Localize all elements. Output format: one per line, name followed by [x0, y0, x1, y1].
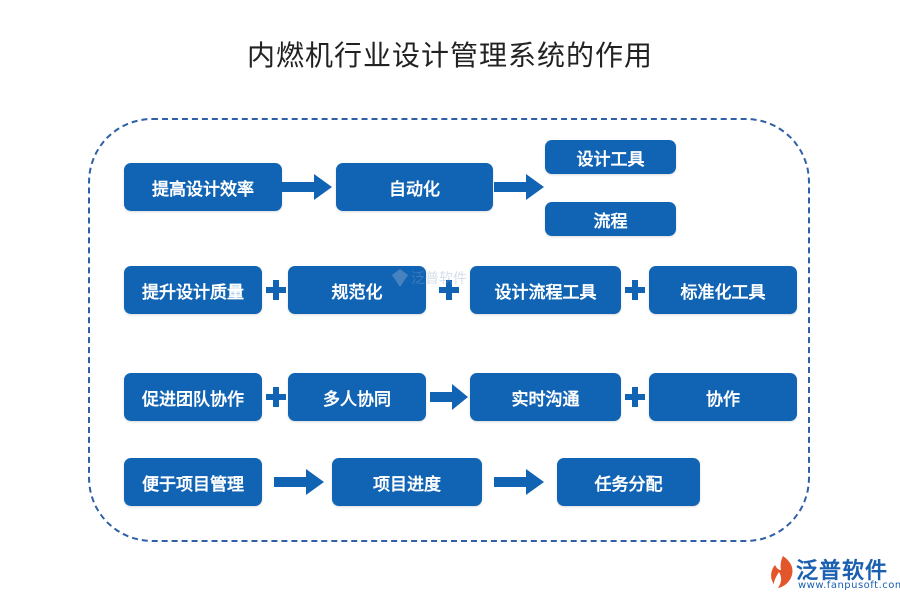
node-team-collaboration: 促进团队协作: [124, 373, 262, 421]
node-improve-quality: 提升设计质量: [124, 266, 262, 314]
brand-logo: 泛普软件 www.fanpusoft.com: [770, 553, 900, 593]
node-standardization-tools: 标准化工具: [649, 266, 797, 314]
plus-2b: [439, 280, 459, 300]
arrow-4b: [494, 469, 544, 495]
node-improve-efficiency: 提高设计效率: [124, 163, 282, 211]
brand-url: www.fanpusoft.com: [798, 580, 900, 591]
arrow-1b: [494, 174, 544, 200]
brand-name: 泛普软件: [796, 559, 889, 584]
node-design-process-tools: 设计流程工具: [470, 266, 621, 314]
brand-logo-icon: [771, 556, 793, 588]
arrow-4a: [274, 469, 324, 495]
node-project-progress: 项目进度: [332, 458, 482, 506]
arrow-3a: [430, 384, 468, 410]
arrow-1a: [282, 174, 332, 200]
node-design-tools: 设计工具: [545, 140, 676, 174]
plus-2c: [625, 280, 645, 300]
center-watermark: 泛普软件: [392, 268, 467, 288]
plus-3a: [266, 387, 286, 407]
node-task-assignment: 任务分配: [557, 458, 700, 506]
node-project-management: 便于项目管理: [124, 458, 262, 506]
dashed-frame: [88, 118, 810, 542]
node-standardization: 规范化: [288, 266, 426, 314]
node-cooperation: 协作: [649, 373, 797, 421]
node-process: 流程: [545, 202, 676, 236]
watermark-logo-icon: [392, 269, 408, 287]
plus-3b: [625, 387, 645, 407]
node-automation: 自动化: [336, 163, 493, 211]
node-multi-user: 多人协同: [288, 373, 426, 421]
watermark-text: 泛普软件: [411, 271, 467, 287]
node-realtime-communication: 实时沟通: [470, 373, 621, 421]
diagram-title: 内燃机行业设计管理系统的作用: [246, 39, 653, 72]
plus-2a: [266, 280, 286, 300]
